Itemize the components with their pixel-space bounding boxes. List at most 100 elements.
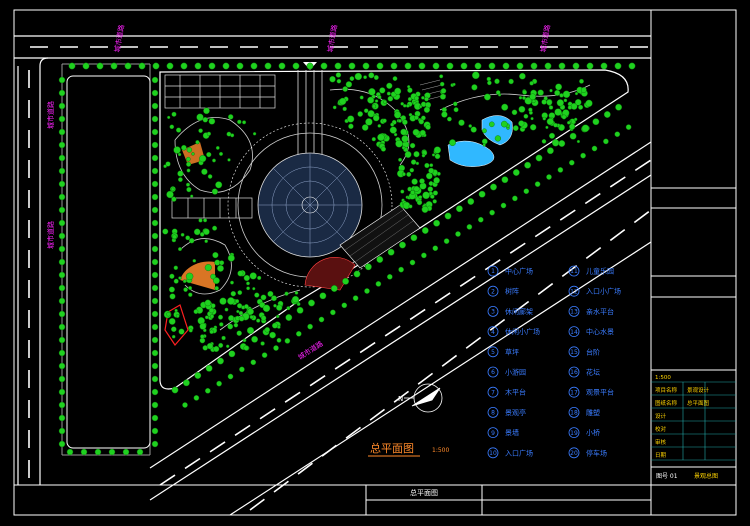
tree bbox=[431, 153, 436, 157]
tree bbox=[494, 78, 500, 85]
tree bbox=[375, 281, 382, 287]
tree bbox=[409, 167, 415, 173]
tree bbox=[82, 62, 90, 70]
tree bbox=[329, 75, 336, 83]
tree bbox=[227, 114, 234, 120]
tree bbox=[269, 331, 276, 339]
tree bbox=[421, 96, 425, 100]
tree bbox=[286, 306, 291, 311]
tree bbox=[377, 95, 382, 100]
tree bbox=[151, 284, 159, 292]
legend-text: 雕塑 bbox=[586, 408, 600, 417]
legend-marker bbox=[568, 386, 580, 398]
legend-number: 16 bbox=[570, 369, 578, 376]
tree bbox=[399, 241, 406, 249]
tree bbox=[544, 62, 552, 70]
tree bbox=[204, 239, 208, 243]
tree bbox=[169, 293, 176, 300]
tree bbox=[218, 151, 223, 156]
tree bbox=[342, 106, 347, 112]
title-block-scale: 1:500 bbox=[655, 375, 671, 381]
tree bbox=[257, 275, 262, 280]
tree bbox=[530, 62, 538, 70]
tree bbox=[364, 288, 370, 294]
tree bbox=[171, 111, 177, 117]
tree bbox=[482, 143, 486, 147]
tree bbox=[306, 62, 314, 70]
tree bbox=[199, 232, 205, 237]
legend-number: 17 bbox=[570, 389, 578, 396]
tree bbox=[547, 147, 554, 155]
tree bbox=[562, 90, 571, 99]
tree bbox=[58, 271, 66, 279]
tree bbox=[373, 74, 379, 80]
tree bbox=[347, 115, 355, 123]
tree bbox=[488, 121, 495, 128]
tree bbox=[204, 387, 211, 394]
tree bbox=[235, 299, 240, 304]
tree bbox=[371, 137, 376, 142]
tree bbox=[614, 62, 622, 70]
title-block-key: 图纸名称 bbox=[655, 399, 678, 407]
tree bbox=[267, 290, 274, 297]
tree bbox=[169, 273, 175, 279]
tree bbox=[359, 95, 364, 100]
tree bbox=[345, 81, 353, 88]
tree bbox=[519, 72, 526, 80]
tree bbox=[176, 127, 182, 133]
central-plaza bbox=[227, 122, 393, 288]
tree bbox=[178, 276, 182, 280]
tree bbox=[212, 225, 218, 231]
tree bbox=[151, 206, 159, 214]
tree bbox=[209, 329, 214, 334]
tree bbox=[625, 124, 632, 130]
tree bbox=[58, 180, 66, 188]
tree bbox=[250, 62, 258, 70]
tree bbox=[405, 104, 410, 108]
tree bbox=[418, 118, 424, 125]
tree bbox=[379, 87, 386, 94]
tree bbox=[481, 128, 487, 134]
tree bbox=[574, 99, 582, 106]
tree bbox=[58, 102, 66, 110]
tree bbox=[247, 308, 254, 315]
tree bbox=[217, 264, 224, 272]
tree bbox=[218, 342, 224, 348]
tree bbox=[440, 88, 447, 94]
tree bbox=[249, 315, 254, 320]
legend-number: 6 bbox=[491, 369, 495, 376]
tree bbox=[569, 132, 577, 140]
tree bbox=[374, 99, 379, 103]
tree bbox=[58, 232, 66, 240]
legend-number: 1 bbox=[491, 268, 495, 275]
tree bbox=[58, 128, 66, 136]
tree bbox=[236, 309, 240, 314]
central-axis bbox=[297, 70, 323, 160]
tree bbox=[228, 315, 235, 322]
tree bbox=[225, 344, 230, 348]
legend-text: 小游园 bbox=[505, 368, 526, 377]
tree bbox=[415, 161, 420, 166]
title-block-key: 日期 bbox=[655, 452, 667, 459]
tree bbox=[188, 237, 195, 244]
tree bbox=[474, 62, 482, 70]
tree bbox=[151, 180, 159, 188]
tree bbox=[557, 167, 564, 173]
tree bbox=[185, 182, 190, 187]
tree bbox=[243, 345, 249, 351]
tree bbox=[151, 427, 159, 435]
legend-marker bbox=[568, 265, 580, 277]
tree bbox=[192, 258, 197, 263]
tree bbox=[548, 105, 554, 110]
tree bbox=[452, 82, 456, 86]
tree bbox=[421, 227, 429, 234]
tree bbox=[217, 357, 224, 365]
tree bbox=[414, 95, 419, 101]
roads bbox=[14, 35, 652, 516]
